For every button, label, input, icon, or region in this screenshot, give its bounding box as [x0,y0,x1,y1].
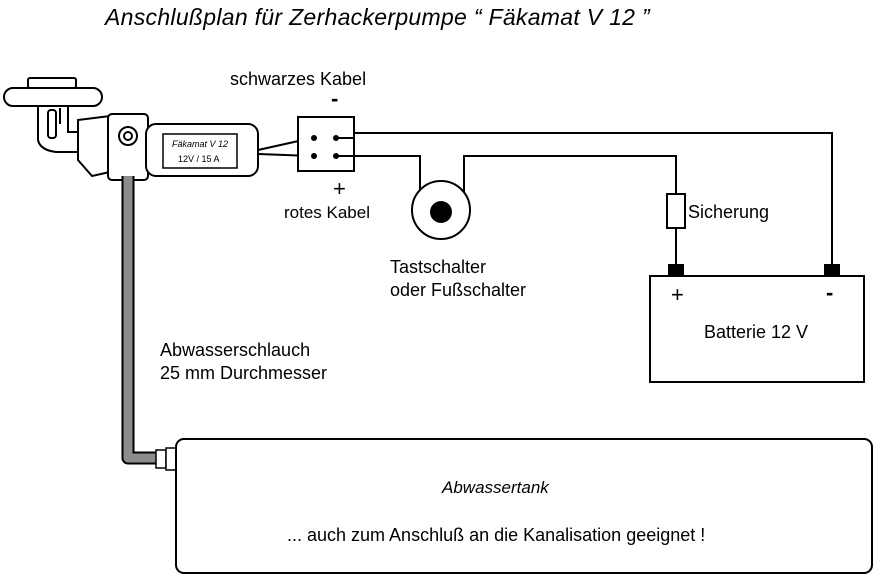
toilet-outlet [3,77,103,153]
hose-label-line1: Abwasserschlauch [160,340,311,360]
fuse [666,193,686,229]
terminal-plus: + [333,176,346,201]
battery [649,264,865,383]
diagram-title: Anschlußplan für Zerhackerpumpe “ Fäkama… [105,4,650,30]
battery-minus: - [826,280,834,305]
switch-label-line1: Tastschalter [390,257,487,277]
red-cable-label: rotes Kabel [284,203,370,222]
pump-name: Fäkamat V 12 [172,139,229,149]
terminal-block [297,116,355,172]
hose-label-line2: 25 mm Durchmesser [160,363,328,383]
waste-tank [175,438,873,574]
battery-label: Batterie 12 V [704,322,809,342]
black-cable-label: schwarzes Kabel [230,69,367,89]
waste-hose [121,176,177,471]
terminal-minus: - [331,86,339,111]
switch-label-line2: oder Fußschalter [390,280,527,300]
battery-plus: + [671,282,684,307]
wires [336,132,833,266]
pump-rating: 12V / 15 A [178,154,220,164]
fuse-label: Sicherung [688,202,770,222]
tank-label: Abwassertank [442,478,549,497]
push-button-switch [411,180,471,240]
tank-note: ... auch zum Anschluß an die Kanalisatio… [287,525,706,545]
pump-body [77,113,259,181]
